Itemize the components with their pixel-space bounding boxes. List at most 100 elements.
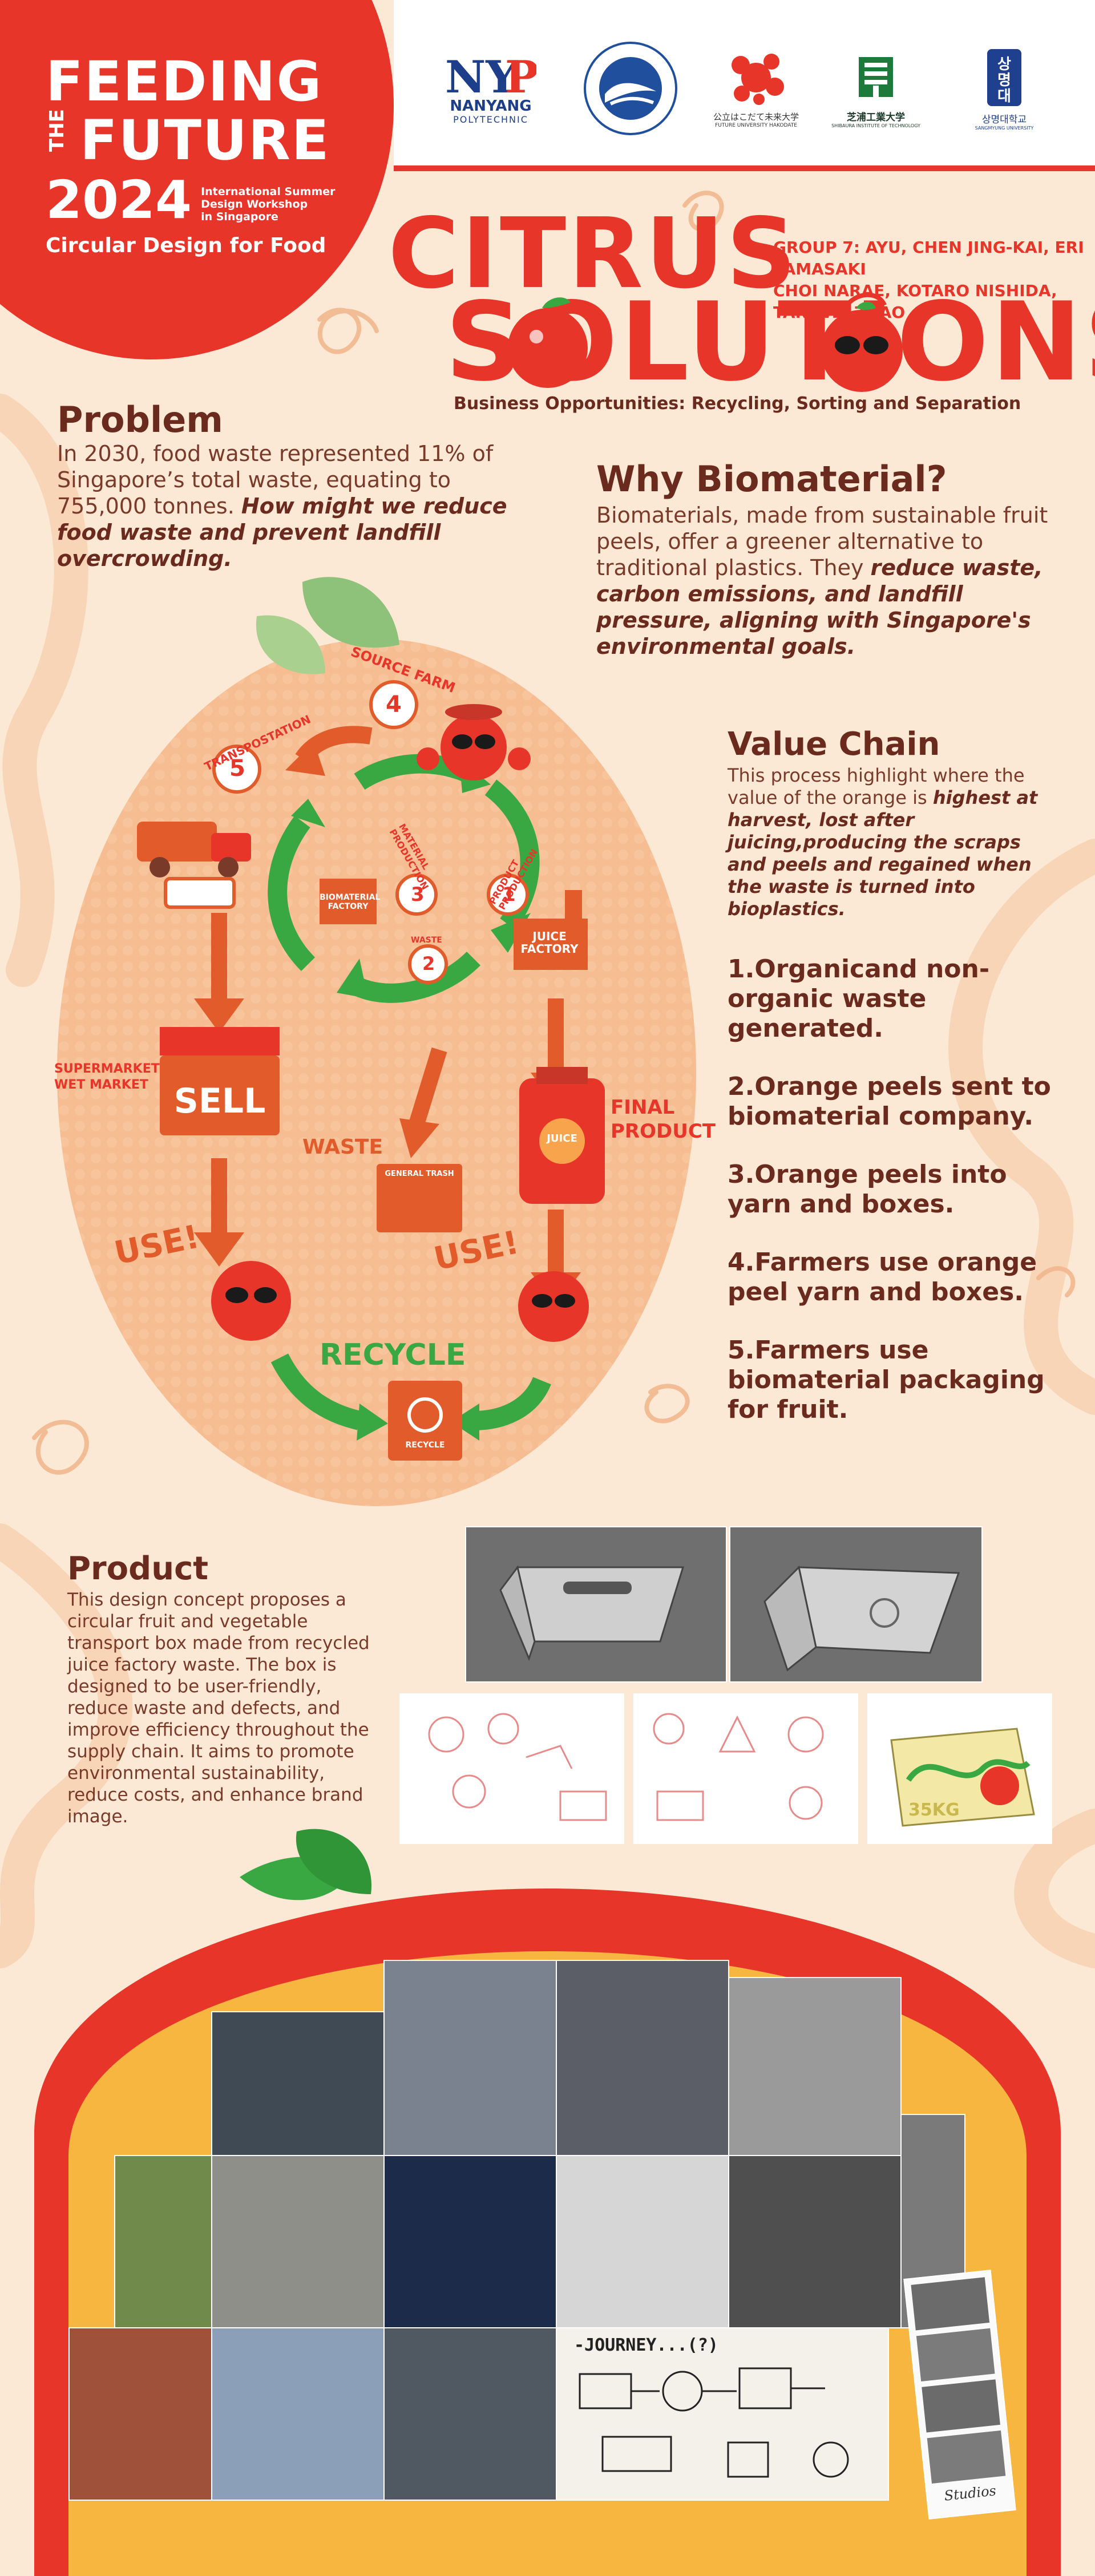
event-badge-content: FEEDING THE FUTURE 2024 International Su… bbox=[46, 54, 342, 260]
svg-text:NY: NY bbox=[445, 52, 518, 98]
photo-5 bbox=[114, 2155, 212, 2328]
value-chain-intro: This process highlight where the value o… bbox=[728, 765, 1025, 808]
box-label: 35KG bbox=[908, 1800, 960, 1820]
value-chain-section: Value Chain This process highlight where… bbox=[728, 725, 1058, 1453]
sketch-icon-1 bbox=[428, 1713, 607, 1821]
value-chain-step-2: 2.Orange peels sent to biomaterial compa… bbox=[728, 1072, 1051, 1131]
label-recycle: RECYCLE bbox=[320, 1338, 466, 1372]
svg-text:대: 대 bbox=[997, 88, 1011, 105]
fun-caption2: FUTURE UNIVERSITY HAKODATE bbox=[715, 122, 797, 128]
group-line-2: CHOI NARAE, KOTARO NISHIDA, TAN WEI ZHAO bbox=[773, 281, 1057, 322]
nyp-caption2: POLYTECHNIC bbox=[453, 114, 528, 125]
product-sketch-1 bbox=[399, 1693, 624, 1844]
title-mascots bbox=[508, 292, 903, 392]
ntou-logo-icon bbox=[584, 42, 677, 135]
photo-1 bbox=[211, 2011, 385, 2156]
product-text: This design concept proposes a circular … bbox=[67, 1590, 370, 1827]
title-subtitle: Business Opportunities: Recycling, Sorti… bbox=[454, 394, 1021, 414]
fun-caption: 公立はこだて未来大学 bbox=[713, 111, 799, 122]
why-section: Why Biomaterial? Biomaterials, made from… bbox=[596, 456, 1053, 660]
photo-2 bbox=[383, 1960, 557, 2156]
label-num-2: 2 bbox=[422, 953, 435, 974]
event-subtitle-2: Design Workshop bbox=[201, 198, 308, 211]
label-juice: JUICE bbox=[547, 1133, 577, 1145]
event-year: 2024 bbox=[46, 169, 192, 230]
sit-caption: 芝浦工業大学 bbox=[847, 112, 905, 123]
mascot-orange-right bbox=[821, 292, 903, 392]
svg-text:상: 상 bbox=[997, 56, 1011, 73]
sketch-icon-2 bbox=[653, 1713, 824, 1821]
photo-12 bbox=[211, 2327, 385, 2501]
label-num-1: 1 bbox=[502, 883, 516, 906]
box-illustration-icon bbox=[890, 1728, 1035, 1827]
sit-caption2: SHIBAURA INSTITUTE OF TECHNOLOGY bbox=[831, 123, 920, 128]
label-biomaterial-factory: BIOMATERIAL FACTORY bbox=[320, 893, 381, 911]
smu-caption: 상명대학교 bbox=[981, 114, 1027, 126]
value-chain-emphasis: highest at harvest, lost after juicing,p… bbox=[728, 787, 1038, 920]
title-citrus: CITRUS bbox=[388, 197, 799, 310]
event-title-the: THE bbox=[46, 109, 68, 152]
value-chain-step-3: 3.Orange peels into yarn and boxes. bbox=[728, 1160, 1007, 1219]
svg-text:명: 명 bbox=[997, 72, 1011, 89]
smu-caption2: SANGMYUNG UNIVERSITY bbox=[975, 126, 1034, 131]
sit-logo-icon bbox=[859, 57, 893, 97]
event-title-line1: FEEDING bbox=[46, 50, 323, 114]
svg-text:P: P bbox=[505, 52, 536, 98]
photo-booth-strip: Studios bbox=[903, 2270, 1016, 2520]
fun-logo-icon bbox=[732, 53, 784, 105]
photo-3 bbox=[556, 1960, 729, 2156]
label-waste: WASTE bbox=[302, 1135, 383, 1159]
journey-title: -JOURNEY...(?) bbox=[574, 2335, 718, 2355]
product-render-1 bbox=[465, 1526, 727, 1683]
label-juice-factory: JUICE FACTORY bbox=[520, 929, 579, 956]
label-num-3: 3 bbox=[411, 883, 425, 906]
value-chain-step-4: 4.Farmers use orange peel yarn and boxes… bbox=[728, 1248, 1037, 1307]
why-emphasis: reduce waste, carbon emissions, and land… bbox=[596, 555, 1043, 659]
why-body: Biomaterials, made from sustainable frui… bbox=[596, 502, 1053, 660]
product-render-2 bbox=[729, 1526, 983, 1683]
event-subtitle-3: in Singapore bbox=[201, 211, 278, 223]
group-members: GROUP 7: AYU, CHEN JING-KAI, ERI YAMASAK… bbox=[773, 237, 1095, 323]
problem-section: Problem In 2030, food waste represented … bbox=[57, 399, 525, 572]
photo-6 bbox=[211, 2155, 385, 2328]
logo-sit: 芝浦工業大学 SHIBAURA INSTITUTE OF TECHNOLOGY bbox=[827, 40, 924, 137]
photo-4 bbox=[728, 1977, 902, 2156]
problem-text: In 2030, food waste represented 11% of S… bbox=[57, 441, 494, 519]
event-subtitle-1: International Summer bbox=[201, 185, 336, 198]
value-chain-step-5: 5.Farmers use biomaterial packaging for … bbox=[728, 1336, 1045, 1424]
photo-journey-sketch: -JOURNEY...(?) bbox=[556, 2327, 889, 2501]
photo-collage: -JOURNEY...(?) Studios bbox=[68, 1960, 1016, 2530]
why-text: Biomaterials, made from sustainable frui… bbox=[596, 503, 1048, 580]
logo-ntou bbox=[576, 34, 685, 143]
value-chain-step-1: 1.Organicand non-organic waste generated… bbox=[728, 955, 990, 1043]
nyp-caption: NANYANG bbox=[450, 97, 532, 115]
logo-bar-divider bbox=[394, 165, 1095, 171]
label-sell: SELL bbox=[173, 1081, 266, 1121]
logo-smu: 상 명 대 상명대학교 SANGMYUNG UNIVERSITY bbox=[959, 40, 1050, 137]
problem-body: In 2030, food waste represented 11% of S… bbox=[57, 440, 525, 572]
box-render-icon-2 bbox=[763, 1565, 960, 1672]
photo-8 bbox=[556, 2155, 729, 2328]
product-box-illustration: 35KG bbox=[867, 1693, 1052, 1844]
label-supermarket: SUPERMARKET WET MARKET bbox=[54, 1062, 160, 1092]
product-section: Product This design concept proposes a c… bbox=[67, 1549, 387, 1827]
photo-13 bbox=[383, 2327, 557, 2501]
value-chain-diagram: SOURCE FARM 4 TRANSPOSTATION 5 PRODUCT P… bbox=[40, 559, 716, 1518]
photo-9 bbox=[728, 2155, 902, 2328]
problem-emphasis: How might we reduce food waste and preve… bbox=[57, 494, 507, 571]
logo-fun: 公立はこだて未来大学 FUTURE UNIVERSITY HAKODATE bbox=[713, 40, 799, 137]
why-heading: Why Biomaterial? bbox=[596, 458, 947, 500]
photobooth-caption: Studios bbox=[943, 2482, 997, 2504]
mascot-orange-left bbox=[508, 297, 588, 388]
nyp-logo-icon: NY P bbox=[445, 52, 536, 98]
product-sketch-2 bbox=[633, 1693, 858, 1844]
value-chain-body: This process highlight where the value o… bbox=[728, 765, 1058, 920]
label-general-trash: GENERAL TRASH bbox=[385, 1170, 454, 1178]
event-tagline: Circular Design for Food bbox=[46, 234, 326, 257]
label-recycle-bin: RECYCLE bbox=[405, 1441, 445, 1450]
label-num-5: 5 bbox=[229, 755, 245, 782]
smu-logo-icon: 상 명 대 bbox=[987, 49, 1021, 106]
photo-11 bbox=[68, 2327, 212, 2501]
